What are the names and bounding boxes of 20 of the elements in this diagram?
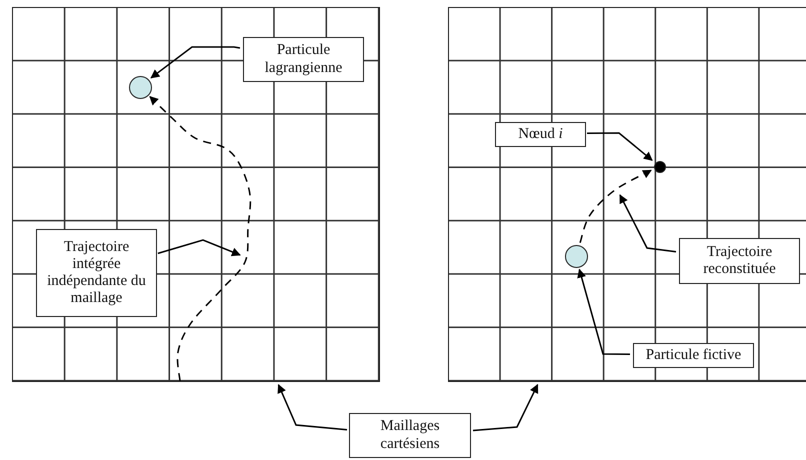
trajectory-arrow <box>579 170 652 244</box>
particle-circle <box>565 245 588 268</box>
grid-node-dot <box>654 161 666 173</box>
leader-arrow <box>472 384 538 432</box>
leader-arrow <box>587 132 653 161</box>
leader-arrow <box>158 239 241 256</box>
leader-arrow <box>619 194 676 253</box>
leader-arrow <box>577 268 630 355</box>
trajectory-arrow <box>149 96 252 382</box>
label-box: Trajectoire reconstituée <box>679 238 800 284</box>
leader-arrow <box>150 46 240 78</box>
cartesian-grid <box>448 7 806 382</box>
label-box: Maillages cartésiens <box>349 413 471 458</box>
leader-arrow <box>278 384 348 430</box>
cartesian-grid <box>12 7 380 382</box>
label-box: Trajectoire intégrée indépendante du maillage <box>36 229 157 317</box>
label-box: Nœud i <box>495 122 586 147</box>
label-box: Particule lagrangienne <box>243 37 364 82</box>
particle-circle <box>129 76 152 99</box>
label-box: Particule fictive <box>633 343 754 368</box>
